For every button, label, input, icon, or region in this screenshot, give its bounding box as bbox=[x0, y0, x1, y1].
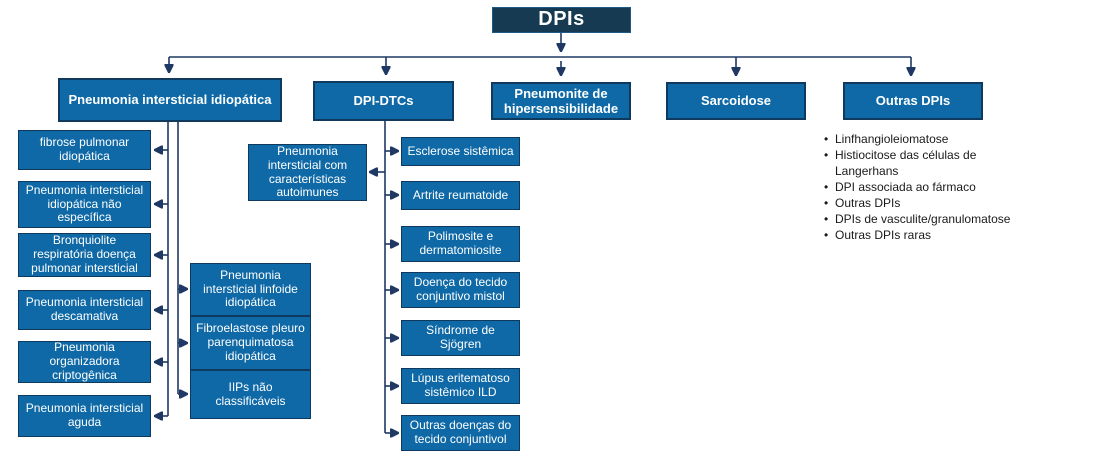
node-iips-nao-classificaveis: IIPs não classificáveis bbox=[190, 370, 311, 419]
node-pneumonia-linfoide-idiopatica: Pneumonia intersticial linfoide idiopáti… bbox=[190, 263, 311, 316]
list-item: Outras DPIs raras bbox=[822, 227, 1034, 243]
node-pneumonite-hipersensibilidade: Pneumonite de hipersensibilidade bbox=[491, 82, 631, 120]
node-dpis-root: DPIs bbox=[492, 7, 631, 33]
node-esclerose-sistemica: Esclerose sistêmica bbox=[401, 137, 520, 166]
list-item: Linfhangioleiomatose bbox=[822, 131, 1034, 147]
node-pneumonia-descamativa: Pneumonia intersticial descamativa bbox=[18, 290, 151, 330]
node-sarcoidose: Sarcoidose bbox=[666, 82, 806, 120]
node-pii-nao-especifica: Pneumonia intersticial idiopática não es… bbox=[18, 181, 151, 228]
node-pneumonia-intersticial-aguda: Pneumonia intersticial aguda bbox=[18, 395, 151, 437]
node-dpi-dtcs: DPI-DTCs bbox=[313, 81, 454, 121]
list-item: DPI associada ao fármaco bbox=[822, 179, 1034, 195]
node-pneumonia-organizadora-criptogenica: Pneumonia organizadora criptogênica bbox=[18, 340, 151, 383]
list-item: Outras DPIs bbox=[822, 195, 1034, 211]
list-item: Histiocitose das células de Langerhans bbox=[822, 147, 1034, 179]
node-pneumonia-intersticial-idiopatica: Pneumonia intersticial idiopática bbox=[58, 78, 282, 122]
node-outras-doencas-tecido-conjuntivo: Outras doenças do tecido conjuntivol bbox=[401, 415, 520, 451]
node-pneumonia-caracteristicas-autoimunes: Pneumonia intersticial com característic… bbox=[248, 144, 367, 201]
node-doenca-tecido-conjuntivo-misto: Doença do tecido conjuntivo mistol bbox=[401, 272, 520, 308]
node-bronquiolite-respiratoria: Bronquiolite respiratória doença pulmona… bbox=[18, 233, 151, 277]
outras-dpis-list: Linfhangioleiomatose Histiocitose das cé… bbox=[822, 131, 1034, 243]
node-outras-dpis: Outras DPIs bbox=[843, 82, 983, 120]
node-fibrose-pulmonar-idiopatica: fibrose pulmonar idiopática bbox=[18, 130, 151, 170]
node-artrite-reumatoide: Artrite reumatoide bbox=[401, 181, 520, 210]
list-item: DPIs de vasculite/granulomatose bbox=[822, 211, 1034, 227]
node-polimosite-dermatomiosite: Polimosite e dermatomiosite bbox=[401, 226, 520, 262]
node-lupus-eritematoso: Lúpus eritematoso sistêmico ILD bbox=[401, 368, 520, 404]
node-sindrome-sjogren: Síndrome de Sjögren bbox=[401, 320, 520, 356]
node-fibroelastose-pleuro: Fibroelastose pleuro parenquimatosa idio… bbox=[190, 316, 311, 370]
